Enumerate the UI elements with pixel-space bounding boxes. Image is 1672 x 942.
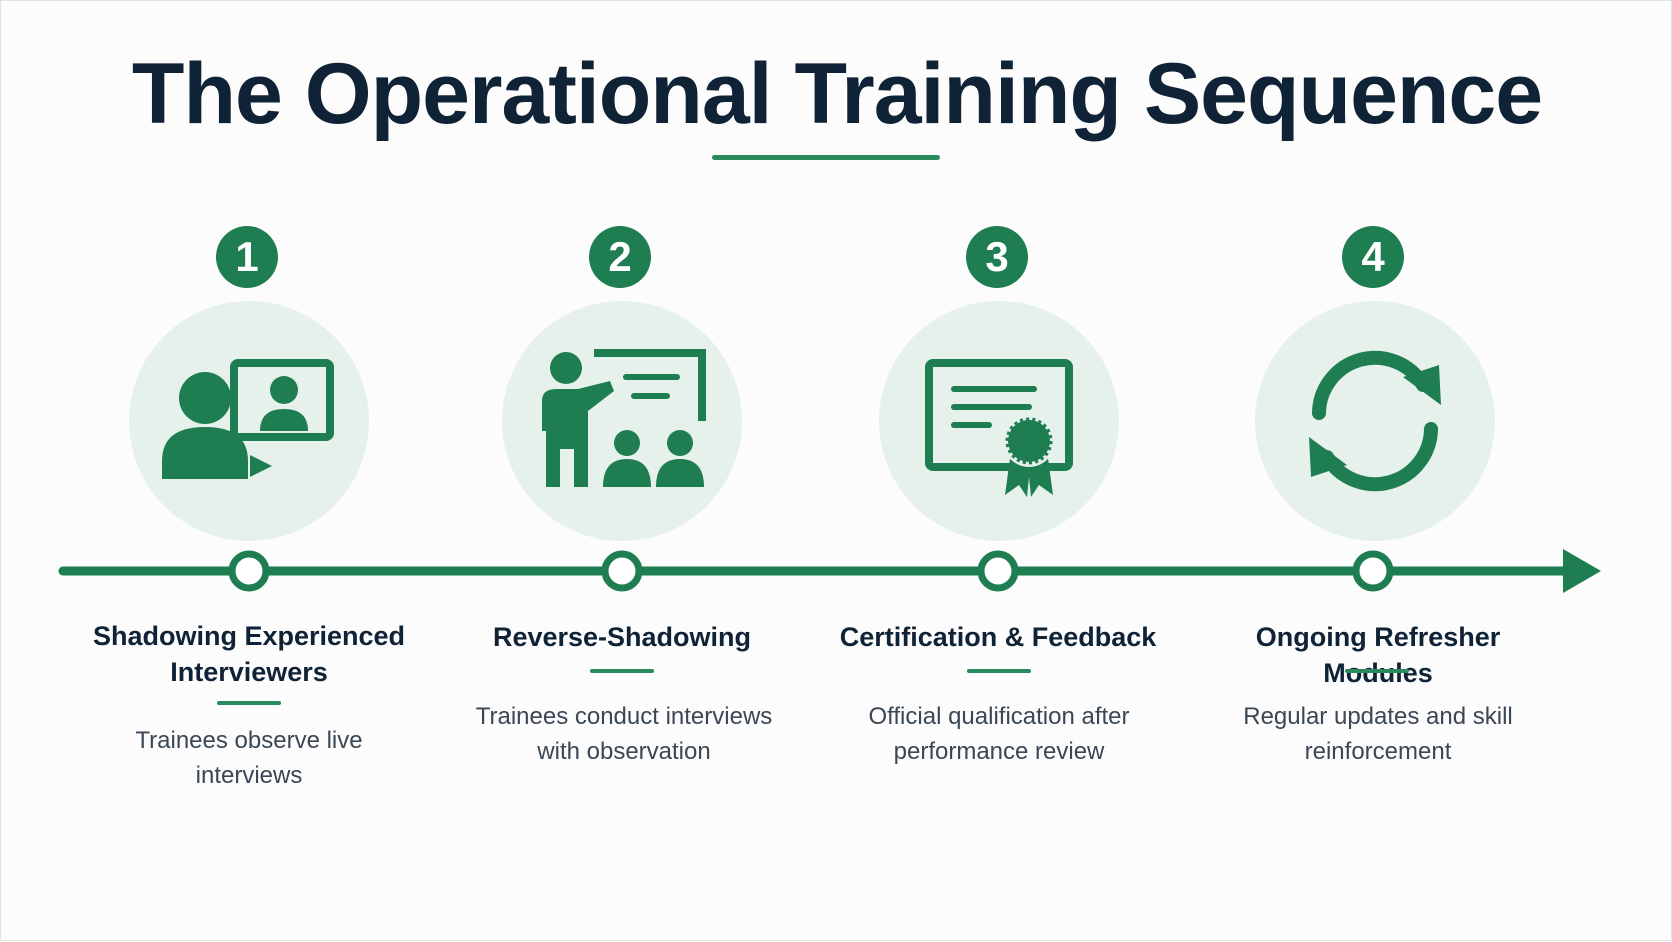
step-2-icon-circle (502, 301, 742, 541)
video-call-icon (162, 359, 334, 479)
step-3-number-badge: 3 (966, 226, 1028, 288)
step-2-divider (590, 669, 654, 673)
step-4-divider (1345, 669, 1409, 673)
step-2-number-badge: 2 (589, 226, 651, 288)
presentation-icon (542, 349, 706, 487)
step-4-title: Ongoing Refresher Modules (1255, 622, 1501, 688)
page-title: The Operational Training Sequence (131, 46, 1543, 142)
refresh-icon (1309, 350, 1441, 492)
step-1-icon-circle (129, 301, 369, 541)
step-3-description: Official qualification after performance… (868, 703, 1130, 765)
step-3-icon-circle (879, 301, 1119, 541)
timeline-node-3 (977, 550, 1019, 592)
step-4-description: Regular updates and skill reinforcement (1243, 703, 1513, 765)
timeline-arrow (1563, 549, 1601, 593)
step-4-number-badge: 4 (1342, 226, 1404, 288)
timeline-node-1 (228, 550, 270, 592)
step-2-title: Reverse-Shadowing (492, 622, 752, 652)
step-1-title: Shadowing Experienced Interviewers (92, 621, 406, 687)
step-1-number-badge: 1 (216, 226, 278, 288)
timeline-node-2 (601, 550, 643, 592)
step-3-title: Certification & Feedback (839, 622, 1157, 652)
step-4-icon-circle (1255, 301, 1495, 541)
step-1-divider (217, 701, 281, 705)
certificate-icon (925, 359, 1073, 497)
step-3-divider (967, 669, 1031, 673)
step-2-description: Trainees conduct interviews with observa… (475, 703, 773, 765)
step-1-description: Trainees observe live interviews (135, 727, 363, 789)
title-underline (712, 155, 940, 160)
timeline-node-4 (1352, 550, 1394, 592)
